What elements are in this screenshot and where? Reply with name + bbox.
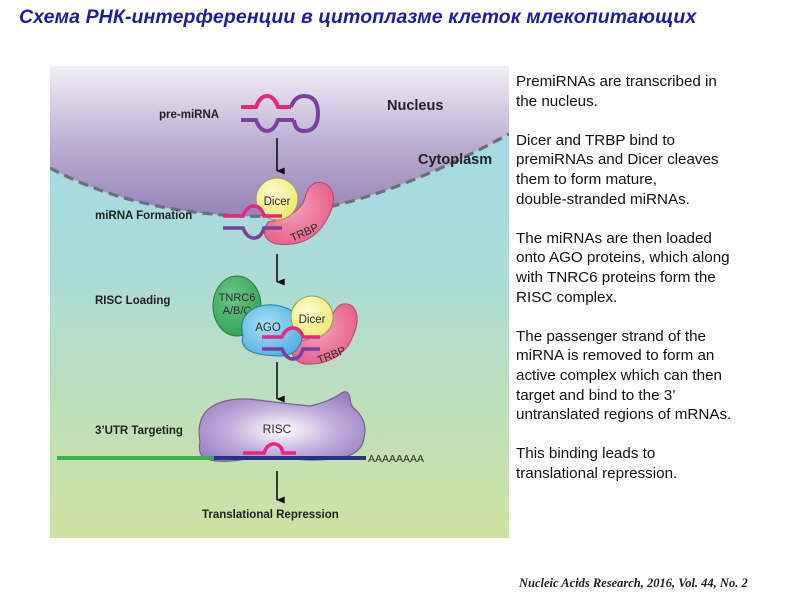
tnrc6-label-1: TNRC6 xyxy=(219,292,256,304)
description-paragraph-2: Dicer and TRBP bind to premiRNAs and Dic… xyxy=(516,131,719,208)
slide-title: Схема РНК-интерференции в цитоплазме кле… xyxy=(19,6,697,28)
step-label-pre-mirna: pre-miRNA xyxy=(159,109,219,121)
guide-strand-bound xyxy=(243,442,296,455)
mirna-duplex xyxy=(223,204,282,240)
cytoplasm-label: Cytoplasm xyxy=(418,152,492,168)
description-paragraph-3: The miRNAs are then loaded onto AGO prot… xyxy=(516,229,730,306)
loaded-mirna-duplex xyxy=(262,326,320,361)
nucleus-region xyxy=(50,66,509,217)
dicer-label-2: Dicer xyxy=(299,314,326,326)
step-label-utr-targeting: 3’UTR Targeting xyxy=(95,425,183,437)
step-label-translational-repression: Translational Repression xyxy=(202,509,339,521)
description-text: PremiRNAs are transcribed in the nucleus… xyxy=(516,72,796,503)
dicer-protein xyxy=(255,177,299,221)
description-paragraph-5: This binding leads to translational repr… xyxy=(516,445,678,482)
ago-label: AGO xyxy=(255,322,281,334)
description-paragraph-4: The passenger strand of the miRNA is rem… xyxy=(516,327,732,424)
tnrc6-label-2: A/B/C xyxy=(223,305,252,317)
risc-loading-complex: TNRC6 A/B/C AGO Dicer TRBP xyxy=(212,275,358,367)
rnai-pathway-diagram: Nucleus Cytoplasm pre-miRNA miRNA Format… xyxy=(50,66,509,538)
citation: Nucleic Acids Research, 2016, Vol. 44, N… xyxy=(519,576,748,590)
pre-mirna-hairpin xyxy=(241,93,321,134)
nucleus-label: Nucleus xyxy=(387,98,443,114)
description-paragraph-1: PremiRNAs are transcribed in the nucleus… xyxy=(516,73,717,110)
step-label-risc-loading: RISC Loading xyxy=(95,295,170,307)
risc-label: RISC xyxy=(263,422,292,436)
step-label-mirna-formation: miRNA Formation xyxy=(95,210,192,222)
dicer-label: Dicer xyxy=(264,196,291,208)
poly-a-tail: AAAAAAAA xyxy=(368,453,424,465)
